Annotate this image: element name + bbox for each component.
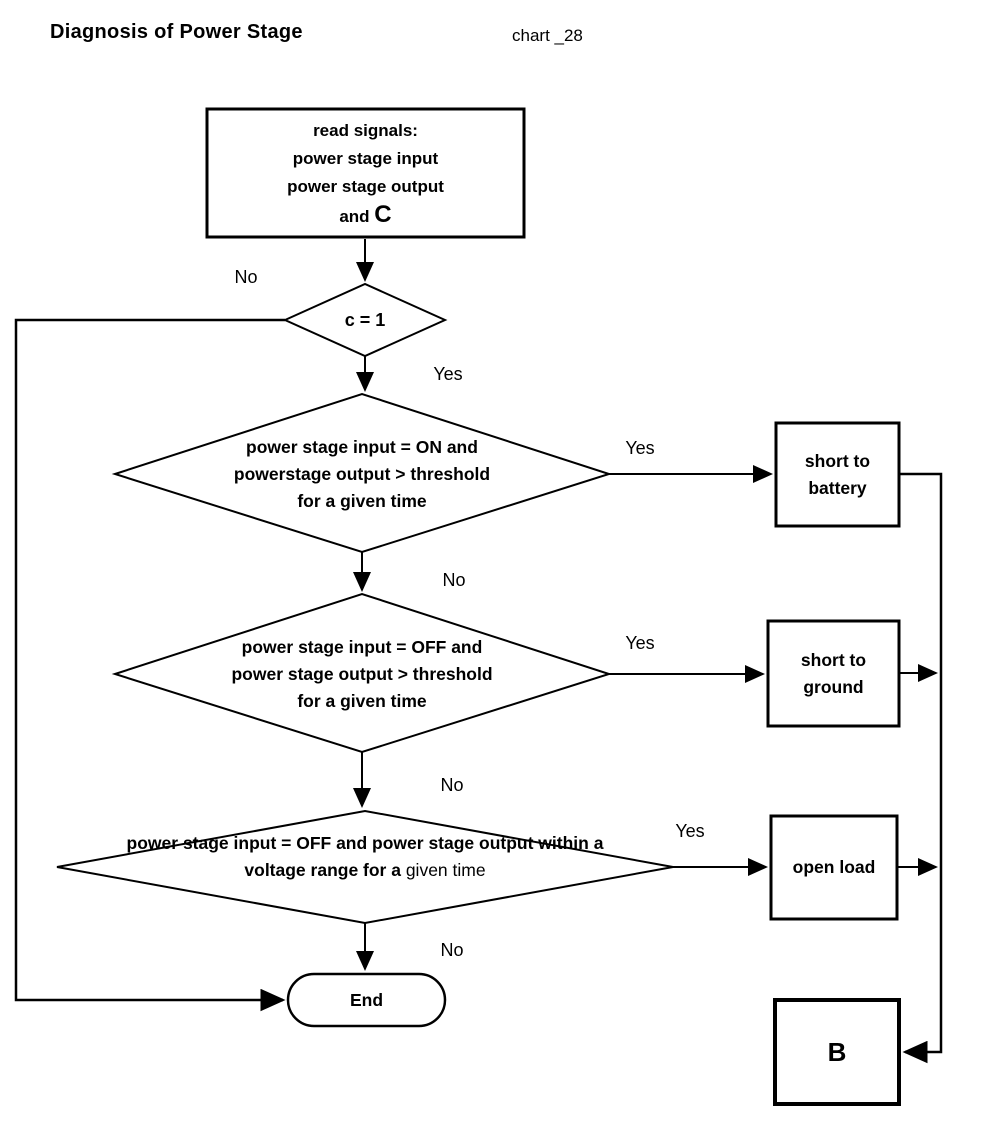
- process-read-signals-label: read signals: power stage input power st…: [207, 112, 524, 236]
- page-title: Diagnosis of Power Stage: [50, 21, 303, 43]
- decision-short-ground-shape: [111, 592, 613, 754]
- process-read-signals-box: [205, 107, 526, 239]
- decision-short-battery-shape: [111, 392, 613, 554]
- read-signals-variable-c: C: [374, 201, 392, 228]
- read-signals-line-2: power stage input: [292, 149, 439, 168]
- connector-b-label: B: [827, 1036, 847, 1067]
- read-signals-line-1: read signals:: [313, 121, 418, 140]
- decision-short-ground-label: power stage input = OFF and power stage …: [231, 636, 493, 711]
- process-short-to-ground-label: short to ground: [800, 649, 867, 697]
- decision-c-equals-1-label: c = 1: [344, 309, 386, 330]
- edge-label-yes-decision-c: Yes: [433, 364, 463, 384]
- decision-open-load-label: power stage input = OFF and power stage …: [125, 822, 605, 920]
- flow-short-battery-to-connector-b: [899, 472, 943, 1064]
- decision-short-battery-label: power stage input = ON and powerstage ou…: [233, 436, 491, 511]
- read-signals-line-3: power stage output: [287, 177, 444, 196]
- decision-open-load-label-bold: power stage input = OFF and power stage …: [126, 833, 604, 880]
- edge-label-no-decision-c: No: [234, 267, 258, 287]
- edge-label-yes-open-load: Yes: [675, 821, 705, 841]
- edge-label-no-open-load: No: [440, 940, 464, 960]
- decision-open-load-shape: [56, 809, 674, 925]
- edge-label-no-short-ground: No: [440, 775, 464, 795]
- read-signals-line-4: and C: [339, 201, 391, 231]
- connector-b-box: [773, 998, 901, 1106]
- chart-id-label: chart _28: [512, 26, 583, 45]
- decision-open-load-label-regular: given time: [405, 860, 486, 880]
- edge-label-no-short-battery: No: [442, 570, 466, 590]
- decision-c-equals-1-shape: [282, 282, 448, 358]
- flow-decision-c-no-to-end: [14, 318, 286, 1012]
- process-open-load-box: [769, 814, 899, 921]
- edge-label-yes-short-ground: Yes: [625, 633, 655, 653]
- process-short-to-battery-box: [774, 421, 901, 528]
- process-open-load-label: open load: [792, 857, 876, 877]
- read-signals-and-text: and: [339, 207, 375, 226]
- process-short-to-ground-box: [766, 619, 901, 728]
- terminal-end-shape: [286, 972, 447, 1028]
- process-short-to-battery-label: short to battery: [804, 450, 871, 498]
- edge-label-yes-short-battery: Yes: [625, 438, 655, 458]
- terminal-end-label: End: [349, 989, 384, 1010]
